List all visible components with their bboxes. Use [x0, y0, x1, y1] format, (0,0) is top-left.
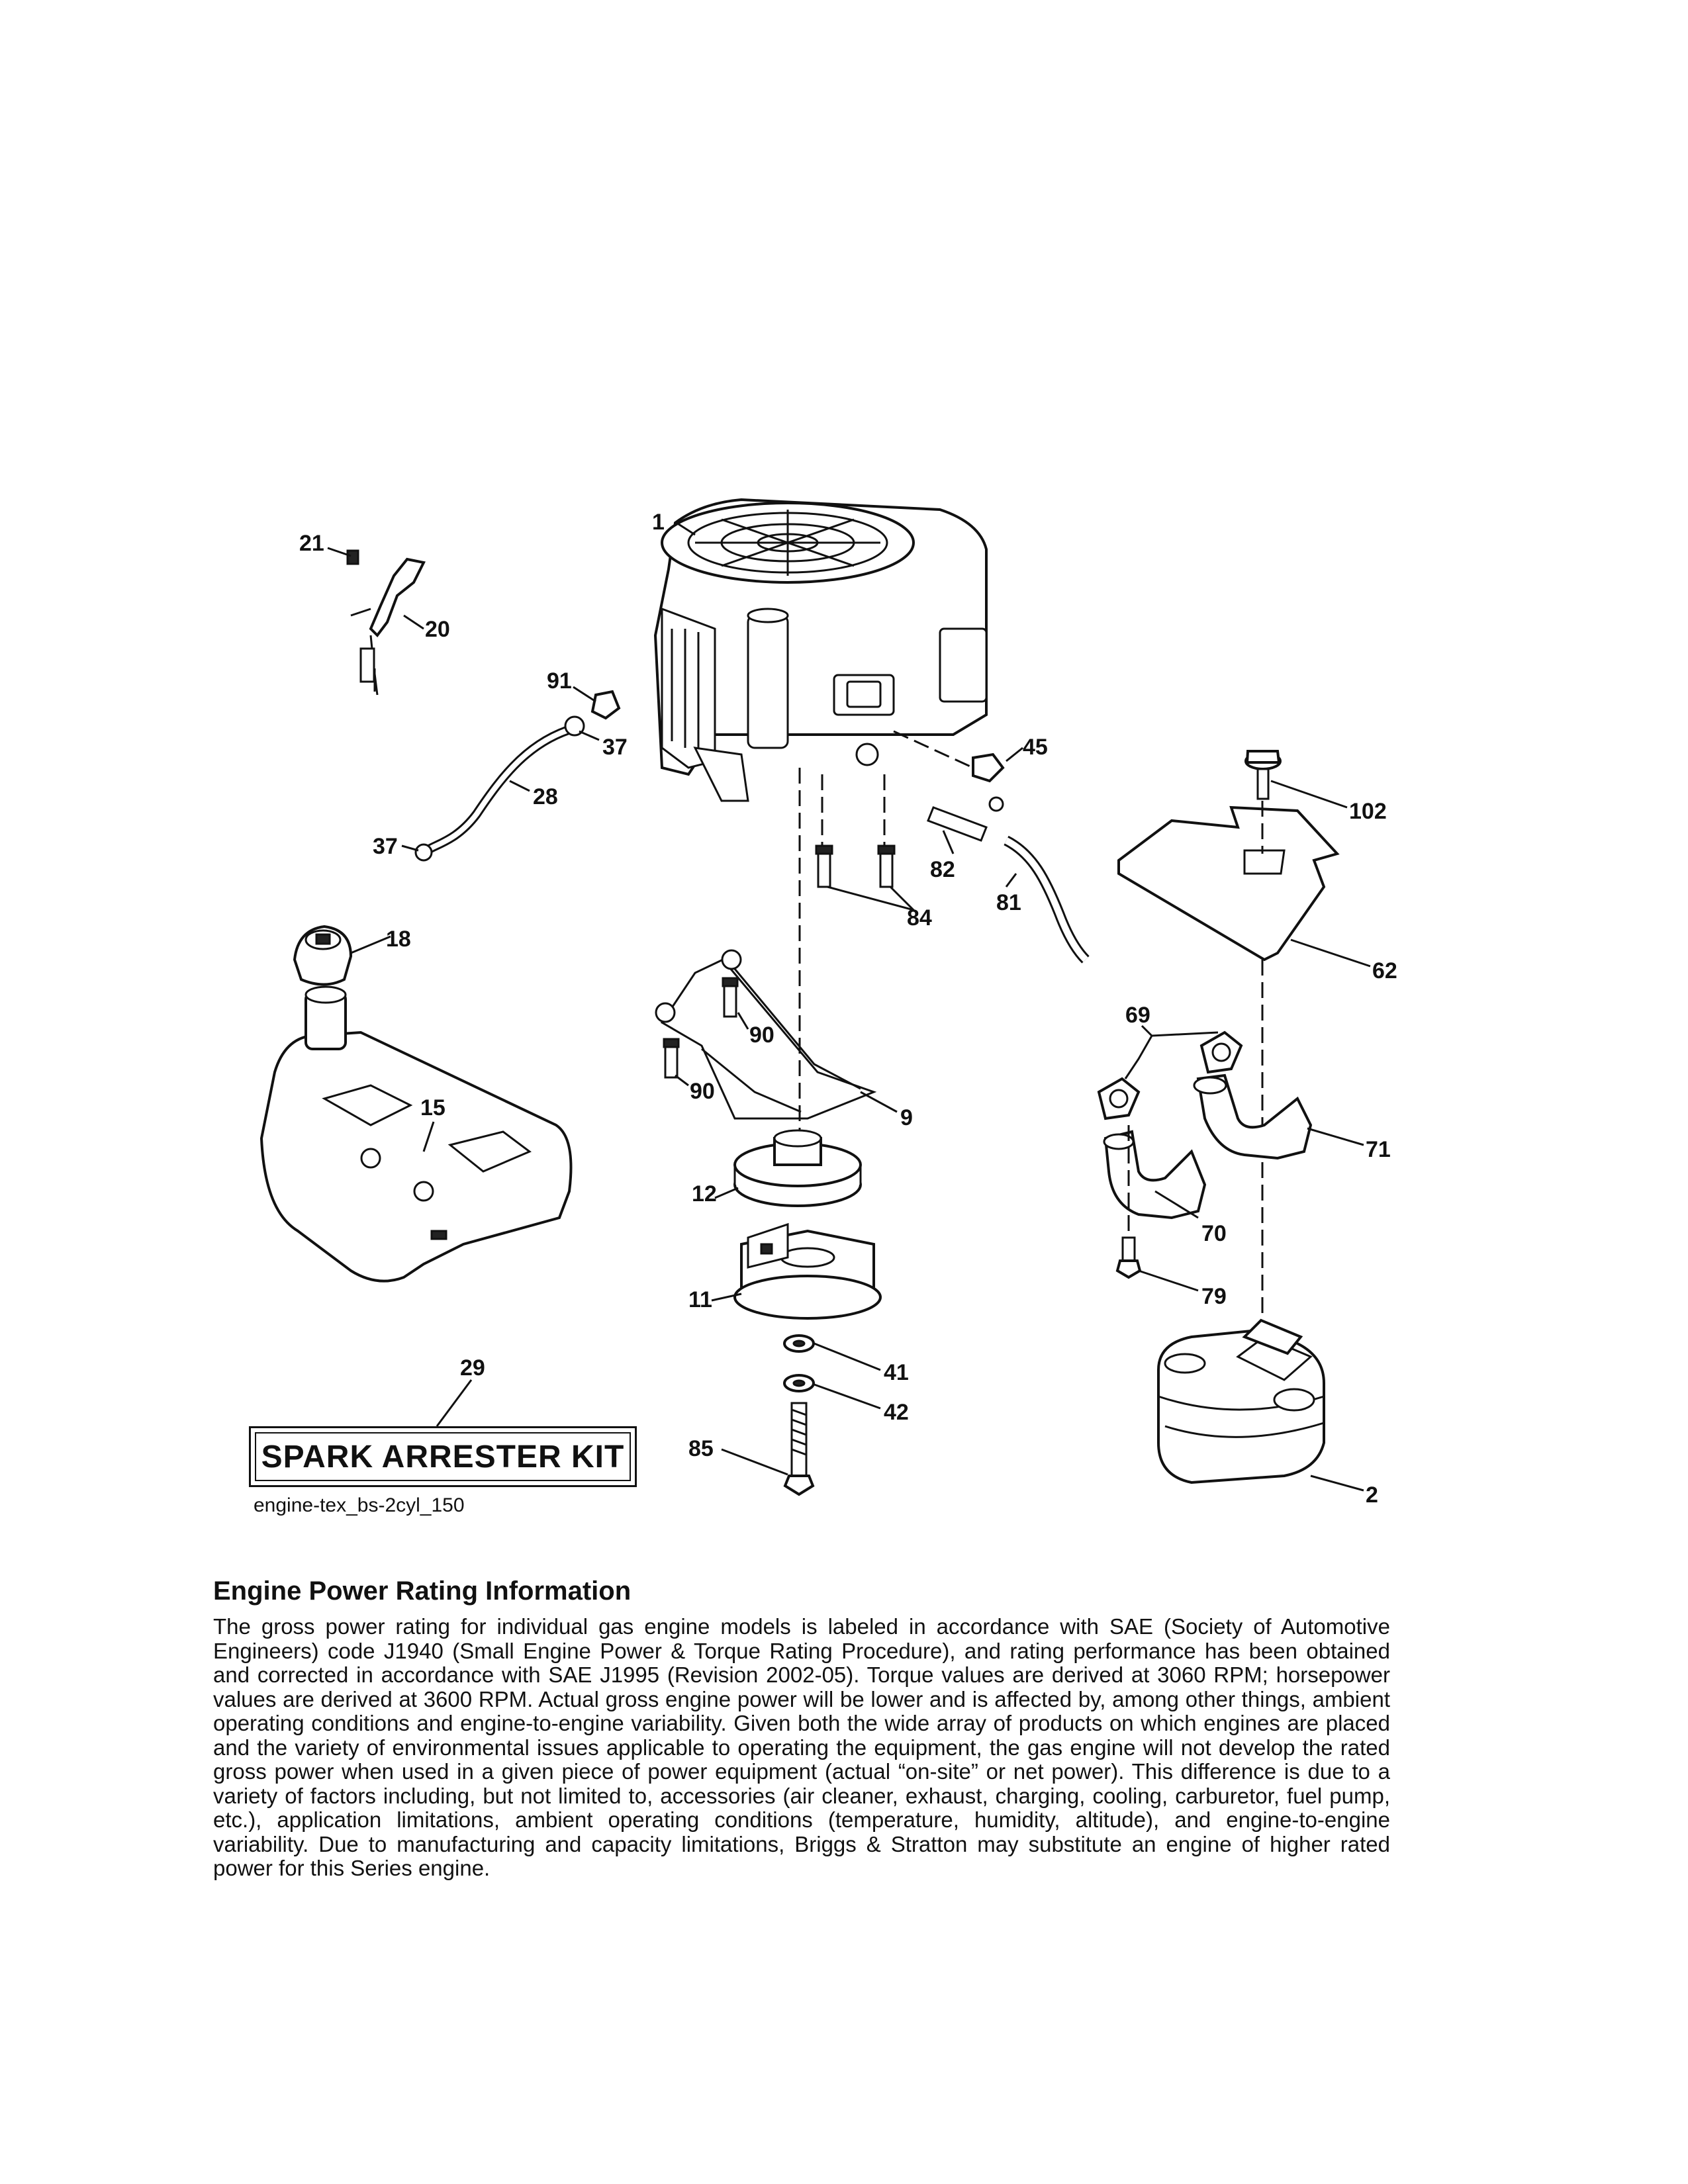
callout-42: 42: [884, 1400, 909, 1425]
clutch: [733, 1222, 882, 1320]
leader-15: [422, 1121, 435, 1152]
gaskets: [1097, 1030, 1243, 1120]
shield-screw: [1244, 750, 1282, 800]
leader-82: [942, 830, 955, 854]
exhaust-pipe-right: [1193, 1073, 1313, 1160]
callout-69: 69: [1125, 1003, 1150, 1028]
leader-90b: [675, 1074, 689, 1087]
engine-bolt: [783, 1402, 815, 1496]
callout-21: 21: [299, 531, 324, 556]
callout-90b: 90: [690, 1079, 715, 1104]
leader-62: [1290, 938, 1371, 968]
fuel-tank: [259, 985, 573, 1283]
leader-21: [327, 547, 352, 557]
leader-69: [1124, 1024, 1219, 1079]
leader-79: [1138, 1269, 1199, 1292]
leader-29: [436, 1379, 473, 1427]
callout-45: 45: [1023, 735, 1048, 760]
callout-85: 85: [688, 1436, 714, 1461]
callout-12: 12: [692, 1181, 717, 1206]
callout-18: 18: [386, 927, 411, 952]
leader-41: [814, 1342, 881, 1371]
heat-shield: [1117, 805, 1340, 962]
callout-28: 28: [533, 784, 558, 809]
muffler: [1157, 1318, 1325, 1484]
exhaust-pipe-left: [1103, 1130, 1207, 1220]
info-title: Engine Power Rating Information: [213, 1576, 632, 1606]
callout-82: 82: [930, 857, 955, 882]
leader-91: [573, 686, 596, 703]
callout-15: 15: [420, 1095, 445, 1120]
leader-9: [860, 1091, 898, 1113]
leader-70: [1154, 1190, 1199, 1219]
callout-20: 20: [425, 617, 450, 642]
oil-drain: [927, 752, 1090, 964]
callout-37b: 37: [373, 834, 398, 859]
callout-71: 71: [1366, 1137, 1391, 1162]
leader-71: [1307, 1127, 1364, 1146]
callout-81: 81: [996, 890, 1021, 915]
pulley: [733, 1129, 862, 1207]
throttle-control: [346, 549, 426, 696]
spark-arrester-kit-box: SPARK ARRESTER KIT: [249, 1426, 637, 1487]
leader-28: [509, 780, 530, 792]
callout-62: 62: [1372, 958, 1397, 983]
callout-70: 70: [1201, 1221, 1227, 1246]
info-body: The gross power rating for individual ga…: [213, 1614, 1390, 1880]
callout-9: 9: [900, 1105, 913, 1130]
leader-20: [403, 614, 424, 630]
leader-18: [350, 935, 391, 954]
callout-90a: 90: [749, 1023, 774, 1048]
callout-102: 102: [1349, 799, 1387, 824]
leader-37b: [401, 844, 419, 852]
callout-79: 79: [1201, 1284, 1227, 1309]
leader-11: [711, 1293, 742, 1302]
leader-1: [676, 522, 696, 536]
diagram-id-label: engine-tex_bs-2cyl_150: [254, 1494, 465, 1516]
spark-arrester-kit-label: SPARK ARRESTER KIT: [261, 1439, 625, 1475]
mounting-bracket: [655, 844, 896, 1120]
callout-1: 1: [652, 510, 665, 535]
washers: [783, 1334, 815, 1392]
leader-85: [721, 1448, 788, 1476]
drain-line: [893, 730, 974, 769]
engine: [653, 498, 988, 802]
leader-12: [714, 1187, 739, 1199]
leader-81: [1005, 873, 1017, 887]
leader-84: [827, 886, 917, 912]
muffler-screw: [1115, 1236, 1142, 1279]
leader-37a: [579, 730, 600, 741]
callout-37a: 37: [602, 735, 628, 760]
callout-11: 11: [688, 1287, 712, 1312]
leader-102: [1270, 780, 1348, 809]
leader-45: [1006, 747, 1023, 762]
leader-42: [814, 1383, 881, 1410]
callout-41: 41: [884, 1360, 909, 1385]
leader-90a: [737, 1012, 749, 1030]
callout-29: 29: [460, 1355, 485, 1381]
callout-91: 91: [547, 668, 572, 694]
callout-84: 84: [907, 905, 932, 931]
leader-2: [1310, 1475, 1364, 1492]
callout-2: 2: [1366, 1482, 1378, 1508]
fuel-cap: [293, 925, 353, 986]
fuel-line: [414, 690, 621, 862]
